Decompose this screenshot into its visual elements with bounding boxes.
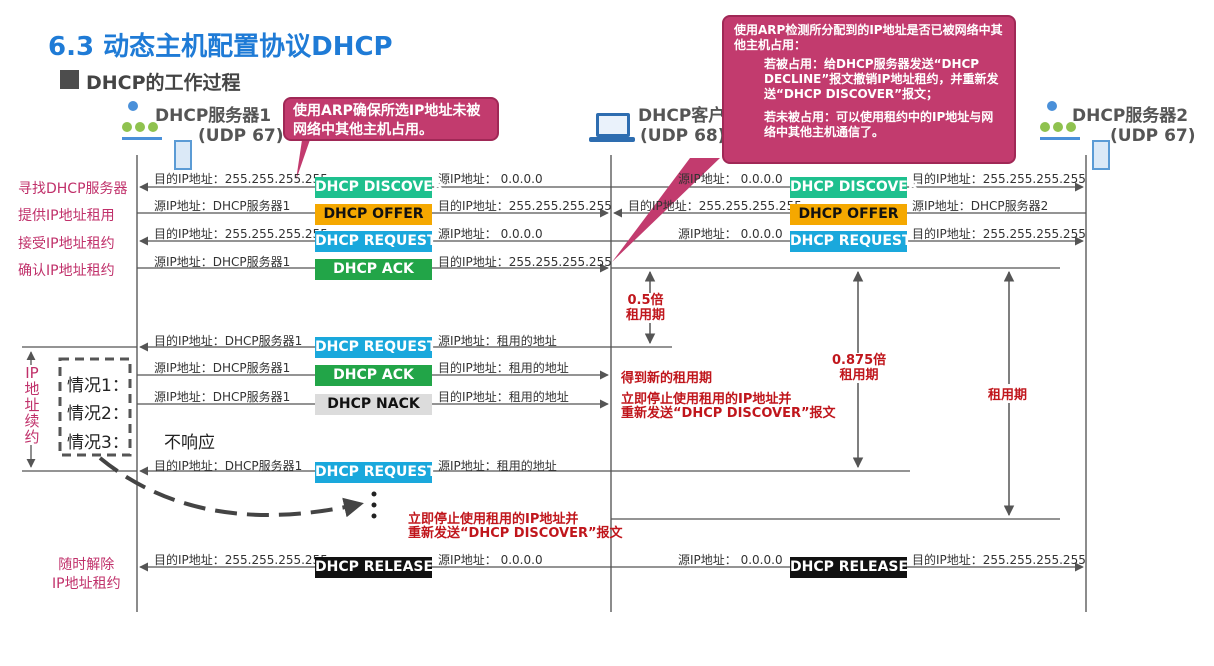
server2-person-icon	[1047, 101, 1057, 111]
field-label: 目的IP地址：255.255.255.255	[154, 227, 328, 241]
field-label: 源IP地址：租用的地址	[438, 334, 557, 348]
field-label: 目的IP地址：255.255.255.255	[912, 172, 1086, 186]
packet-discover-s1: DHCP DISCOVER	[315, 177, 444, 198]
field-label: 目的IP地址：255.255.255.255	[154, 172, 328, 186]
cases-dashed-box	[58, 357, 132, 457]
field-label: 源IP地址： 0.0.0.0	[438, 553, 543, 567]
step-offer-label: 提供IP地址租用	[18, 208, 115, 224]
packet-request-renew: DHCP REQUEST	[315, 337, 437, 358]
server2-server-icon	[1092, 140, 1110, 170]
timer-lease: 租用期	[988, 384, 1028, 403]
packet-offer-s1: DHCP OFFER	[315, 204, 432, 225]
callout-arp-detect-occupied: 若被占用：给DHCP服务器发送“DHCP DECLINE”报文撤销IP地址租约，…	[764, 57, 999, 101]
packet-ack: DHCP ACK	[315, 259, 432, 280]
field-label: 源IP地址： 0.0.0.0	[678, 172, 783, 186]
packet-request-s2: DHCP REQUEST	[790, 231, 912, 252]
field-label: 目的IP地址：255.255.255.255	[912, 553, 1086, 567]
server1-server-icon	[174, 140, 192, 170]
packet-discover-s2: DHCP DISCOVER	[790, 177, 919, 198]
timer-half-lease: 0.5倍 租用期	[626, 293, 666, 323]
client-name: DHCP客户	[638, 106, 726, 126]
case-2-label: 情况2：	[67, 404, 129, 424]
field-label: 目的IP地址：255.255.255.255	[628, 199, 802, 213]
section-subtitle: DHCP的工作过程	[86, 72, 241, 94]
timeout-result-label: 立即停止使用租用的IP地址并 重新发送“DHCP DISCOVER”报文	[408, 512, 623, 541]
callout-arp-detect: 使用ARP检测所分配到的IP地址是否已被网络中其他主机占用： 若被占用：给DHC…	[722, 15, 1016, 164]
callout-arp-detect-title: 使用ARP检测所分配到的IP地址是否已被网络中其他主机占用：	[734, 23, 1003, 52]
packet-request-retry: DHCP REQUEST	[315, 462, 437, 483]
field-label: 源IP地址：DHCP服务器1	[154, 361, 291, 375]
step-release-label: 随时解除 IP地址租约	[52, 557, 121, 592]
packet-request-s1: DHCP REQUEST	[315, 231, 437, 252]
timer-875-lease: 0.875倍 租用期	[832, 353, 887, 383]
server1-person-icon	[128, 101, 138, 111]
field-label: 目的IP地址：DHCP服务器1	[154, 334, 303, 348]
packet-release-s1: DHCP RELEASE	[315, 557, 433, 578]
callout-arp-ensure: 使用ARP确保所选IP地址未被网络中其他主机占用。	[283, 97, 499, 141]
page-title: 6.3 动态主机配置协议DHCP	[48, 32, 393, 62]
packet-nack: DHCP NACK	[315, 394, 432, 415]
field-label: 源IP地址： 0.0.0.0	[438, 227, 543, 241]
server1-group-icon	[122, 122, 162, 140]
case-1-label: 情况1：	[67, 376, 129, 396]
packet-release-s2: DHCP RELEASE	[790, 557, 908, 578]
nack-result-label: 立即停止使用租用的IP地址并 重新发送“DHCP DISCOVER”报文	[621, 392, 836, 421]
field-label: 目的IP地址：255.255.255.255	[438, 199, 612, 213]
server1-port: (UDP 67)	[198, 126, 284, 146]
field-label: 源IP地址：租用的地址	[438, 459, 557, 473]
field-label: 目的IP地址：DHCP服务器1	[154, 459, 303, 473]
field-label: 源IP地址：DHCP服务器1	[154, 390, 291, 404]
step-discover-label: 寻找DHCP服务器	[18, 181, 128, 197]
client-port: (UDP 68)	[640, 126, 726, 146]
field-label: 目的IP地址：255.255.255.255	[912, 227, 1086, 241]
field-label: 源IP地址：DHCP服务器2	[912, 199, 1049, 213]
field-label: 源IP地址： 0.0.0.0	[678, 553, 783, 567]
packet-ack-renew: DHCP ACK	[315, 365, 432, 386]
field-label: 源IP地址：DHCP服务器1	[154, 199, 291, 213]
packet-offer-s2: DHCP OFFER	[790, 204, 907, 225]
client-computer-icon	[589, 113, 635, 142]
bullet-square-icon	[60, 70, 79, 89]
server1-name: DHCP服务器1	[155, 106, 272, 126]
field-label: 目的IP地址：255.255.255.255	[438, 255, 612, 269]
field-label: 源IP地址： 0.0.0.0	[438, 172, 543, 186]
server2-name: DHCP服务器2	[1072, 106, 1189, 126]
server2-port: (UDP 67)	[1110, 126, 1196, 146]
server2-group-icon	[1040, 122, 1080, 140]
callout-arp-detect-free: 若未被占用：可以使用租约中的IP地址与网络中其他主机通信了。	[764, 110, 994, 139]
step-accept-label: 接受IP地址租约	[18, 236, 115, 252]
field-label: 目的IP地址：255.255.255.255	[154, 553, 328, 567]
no-response-label: 不响应	[164, 433, 215, 453]
field-label: 目的IP地址：租用的地址	[438, 361, 569, 375]
field-label: 源IP地址：DHCP服务器1	[154, 255, 291, 269]
case-3-label: 情况3：	[67, 433, 129, 453]
field-label: 源IP地址： 0.0.0.0	[678, 227, 783, 241]
ack-result-label: 得到新的租用期	[621, 371, 713, 386]
renew-vertical-label: IP 地 址 续 约	[23, 364, 41, 446]
field-label: 目的IP地址：租用的地址	[438, 390, 569, 404]
step-confirm-label: 确认IP地址租约	[18, 263, 115, 279]
